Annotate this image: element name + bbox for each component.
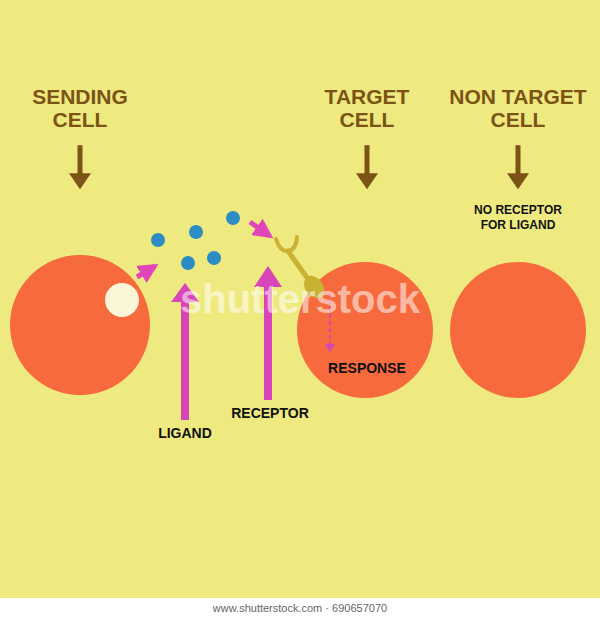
ligand-dot bbox=[226, 211, 240, 225]
heading-arrow bbox=[365, 145, 370, 175]
cell-node: NON TARGET CELL NO RECEPTOR FOR LIGAND bbox=[443, 85, 593, 415]
cell-circle bbox=[10, 255, 150, 395]
cell-node: TARGET CELL RESPONSE bbox=[292, 85, 442, 415]
cell-note: RESPONSE bbox=[312, 360, 422, 377]
binding-arrow bbox=[250, 222, 270, 236]
ligand-dot bbox=[151, 233, 165, 247]
heading-arrow bbox=[78, 145, 83, 175]
receptor-symbol bbox=[300, 272, 329, 302]
cell-circle bbox=[450, 262, 586, 398]
receptor-symbol bbox=[276, 237, 297, 251]
cell-node: SENDING CELL bbox=[5, 85, 155, 415]
pointer-label: LIGAND bbox=[145, 425, 225, 441]
cell-note: NO RECEPTOR FOR LIGAND bbox=[466, 203, 570, 232]
cell-heading: TARGET CELL bbox=[311, 85, 423, 131]
release-arrow bbox=[137, 266, 155, 277]
ligand-dot bbox=[207, 251, 221, 265]
footer-strip bbox=[0, 598, 600, 620]
secretion-notch bbox=[105, 283, 139, 317]
ligand-dot bbox=[189, 225, 203, 239]
response-arrow-head bbox=[325, 344, 335, 352]
cell-shape bbox=[5, 85, 155, 415]
heading-arrow-head bbox=[356, 173, 378, 189]
cell-shape bbox=[443, 85, 593, 415]
watermark-url: www.shutterstock.com · 690657070 bbox=[0, 602, 600, 615]
cell-heading: NON TARGET CELL bbox=[443, 85, 593, 131]
heading-arrow bbox=[516, 145, 521, 175]
background bbox=[0, 0, 600, 598]
pointer-label: RECEPTOR bbox=[226, 405, 314, 421]
heading-arrow-head bbox=[69, 173, 91, 189]
cell-heading: SENDING CELL bbox=[24, 85, 136, 131]
receptor-symbol bbox=[288, 251, 308, 279]
watermark: shutterstock bbox=[100, 276, 500, 322]
response-arrow bbox=[329, 293, 331, 344]
ligand-dot bbox=[181, 256, 195, 270]
heading-arrow-head bbox=[507, 173, 529, 189]
